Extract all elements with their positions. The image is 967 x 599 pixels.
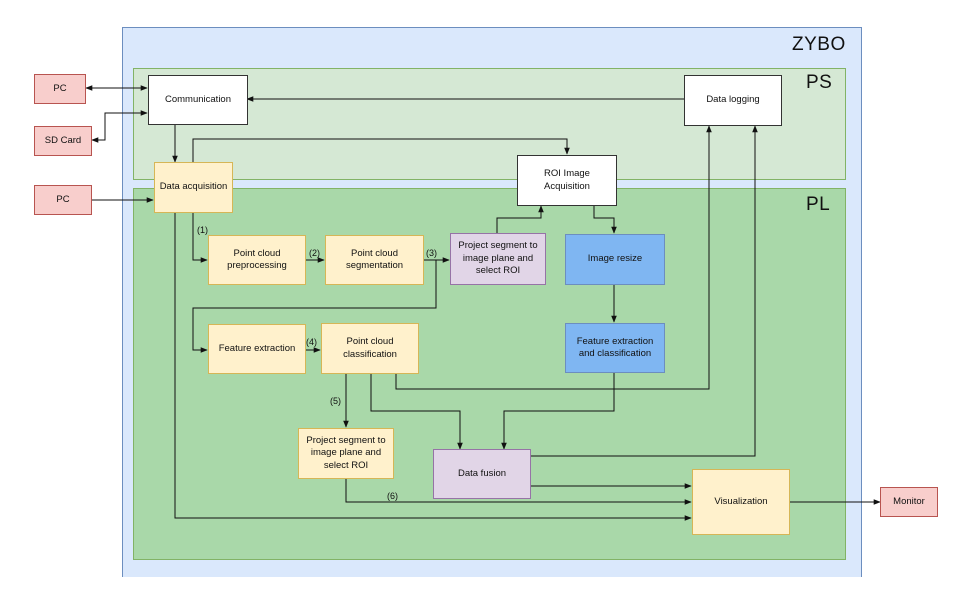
edge-dataacq-preprocessing bbox=[192, 213, 208, 263]
edge-projectlower-visualization bbox=[345, 479, 692, 505]
communication-node: Communication bbox=[148, 75, 248, 125]
edge-label-4: (4) bbox=[306, 337, 317, 347]
edge-dataacq-visualization bbox=[174, 213, 692, 521]
edge-classification-datalogging bbox=[395, 125, 712, 390]
point-cloud-preprocessing-node: Point cloud preprocessing bbox=[208, 235, 306, 285]
edge-roi-imageresize bbox=[593, 206, 617, 234]
edge-label-3: (3) bbox=[426, 248, 437, 258]
project-segment-lower-node: Project segment to image plane and selec… bbox=[298, 428, 394, 479]
edge-label-1: (1) bbox=[197, 225, 208, 235]
data-logging-node: Data logging bbox=[684, 75, 782, 126]
edge-projectupper-roi bbox=[496, 205, 544, 233]
edge-sdcard-communication bbox=[91, 110, 148, 143]
edge-classification-datafusion bbox=[370, 374, 463, 450]
zybo-label: ZYBO bbox=[792, 34, 846, 55]
edge-segmentation-feature bbox=[192, 260, 437, 353]
edge-datafusion-datalogging bbox=[530, 125, 758, 457]
data-fusion-node: Data fusion bbox=[433, 449, 531, 499]
sd-card-node: SD Card bbox=[34, 126, 92, 156]
data-acquisition-node: Data acquisition bbox=[154, 162, 233, 213]
point-cloud-segmentation-node: Point cloud segmentation bbox=[325, 235, 424, 285]
visualization-node: Visualization bbox=[692, 469, 790, 535]
edge-featclass-datafusion bbox=[501, 373, 615, 450]
monitor-node: Monitor bbox=[880, 487, 938, 517]
roi-image-acquisition-node: ROI Image Acquisition bbox=[517, 155, 617, 206]
feature-extraction-classification-node: Feature extraction and classification bbox=[565, 323, 665, 373]
pl-label: PL bbox=[806, 194, 831, 215]
image-resize-node: Image resize bbox=[565, 234, 665, 285]
edge-label-2: (2) bbox=[309, 248, 320, 258]
project-segment-upper-node: Project segment to image plane and selec… bbox=[450, 233, 546, 285]
feature-extraction-node: Feature extraction bbox=[208, 324, 306, 374]
edge-label-5: (5) bbox=[330, 396, 341, 406]
edge-label-6: (6) bbox=[387, 491, 398, 501]
ps-label: PS bbox=[806, 72, 833, 93]
pc-node-bottom: PC bbox=[34, 185, 92, 215]
edge-dataacq-roi bbox=[192, 138, 570, 162]
pc-node-top: PC bbox=[34, 74, 86, 104]
point-cloud-classification-node: Point cloud classification bbox=[321, 323, 419, 374]
